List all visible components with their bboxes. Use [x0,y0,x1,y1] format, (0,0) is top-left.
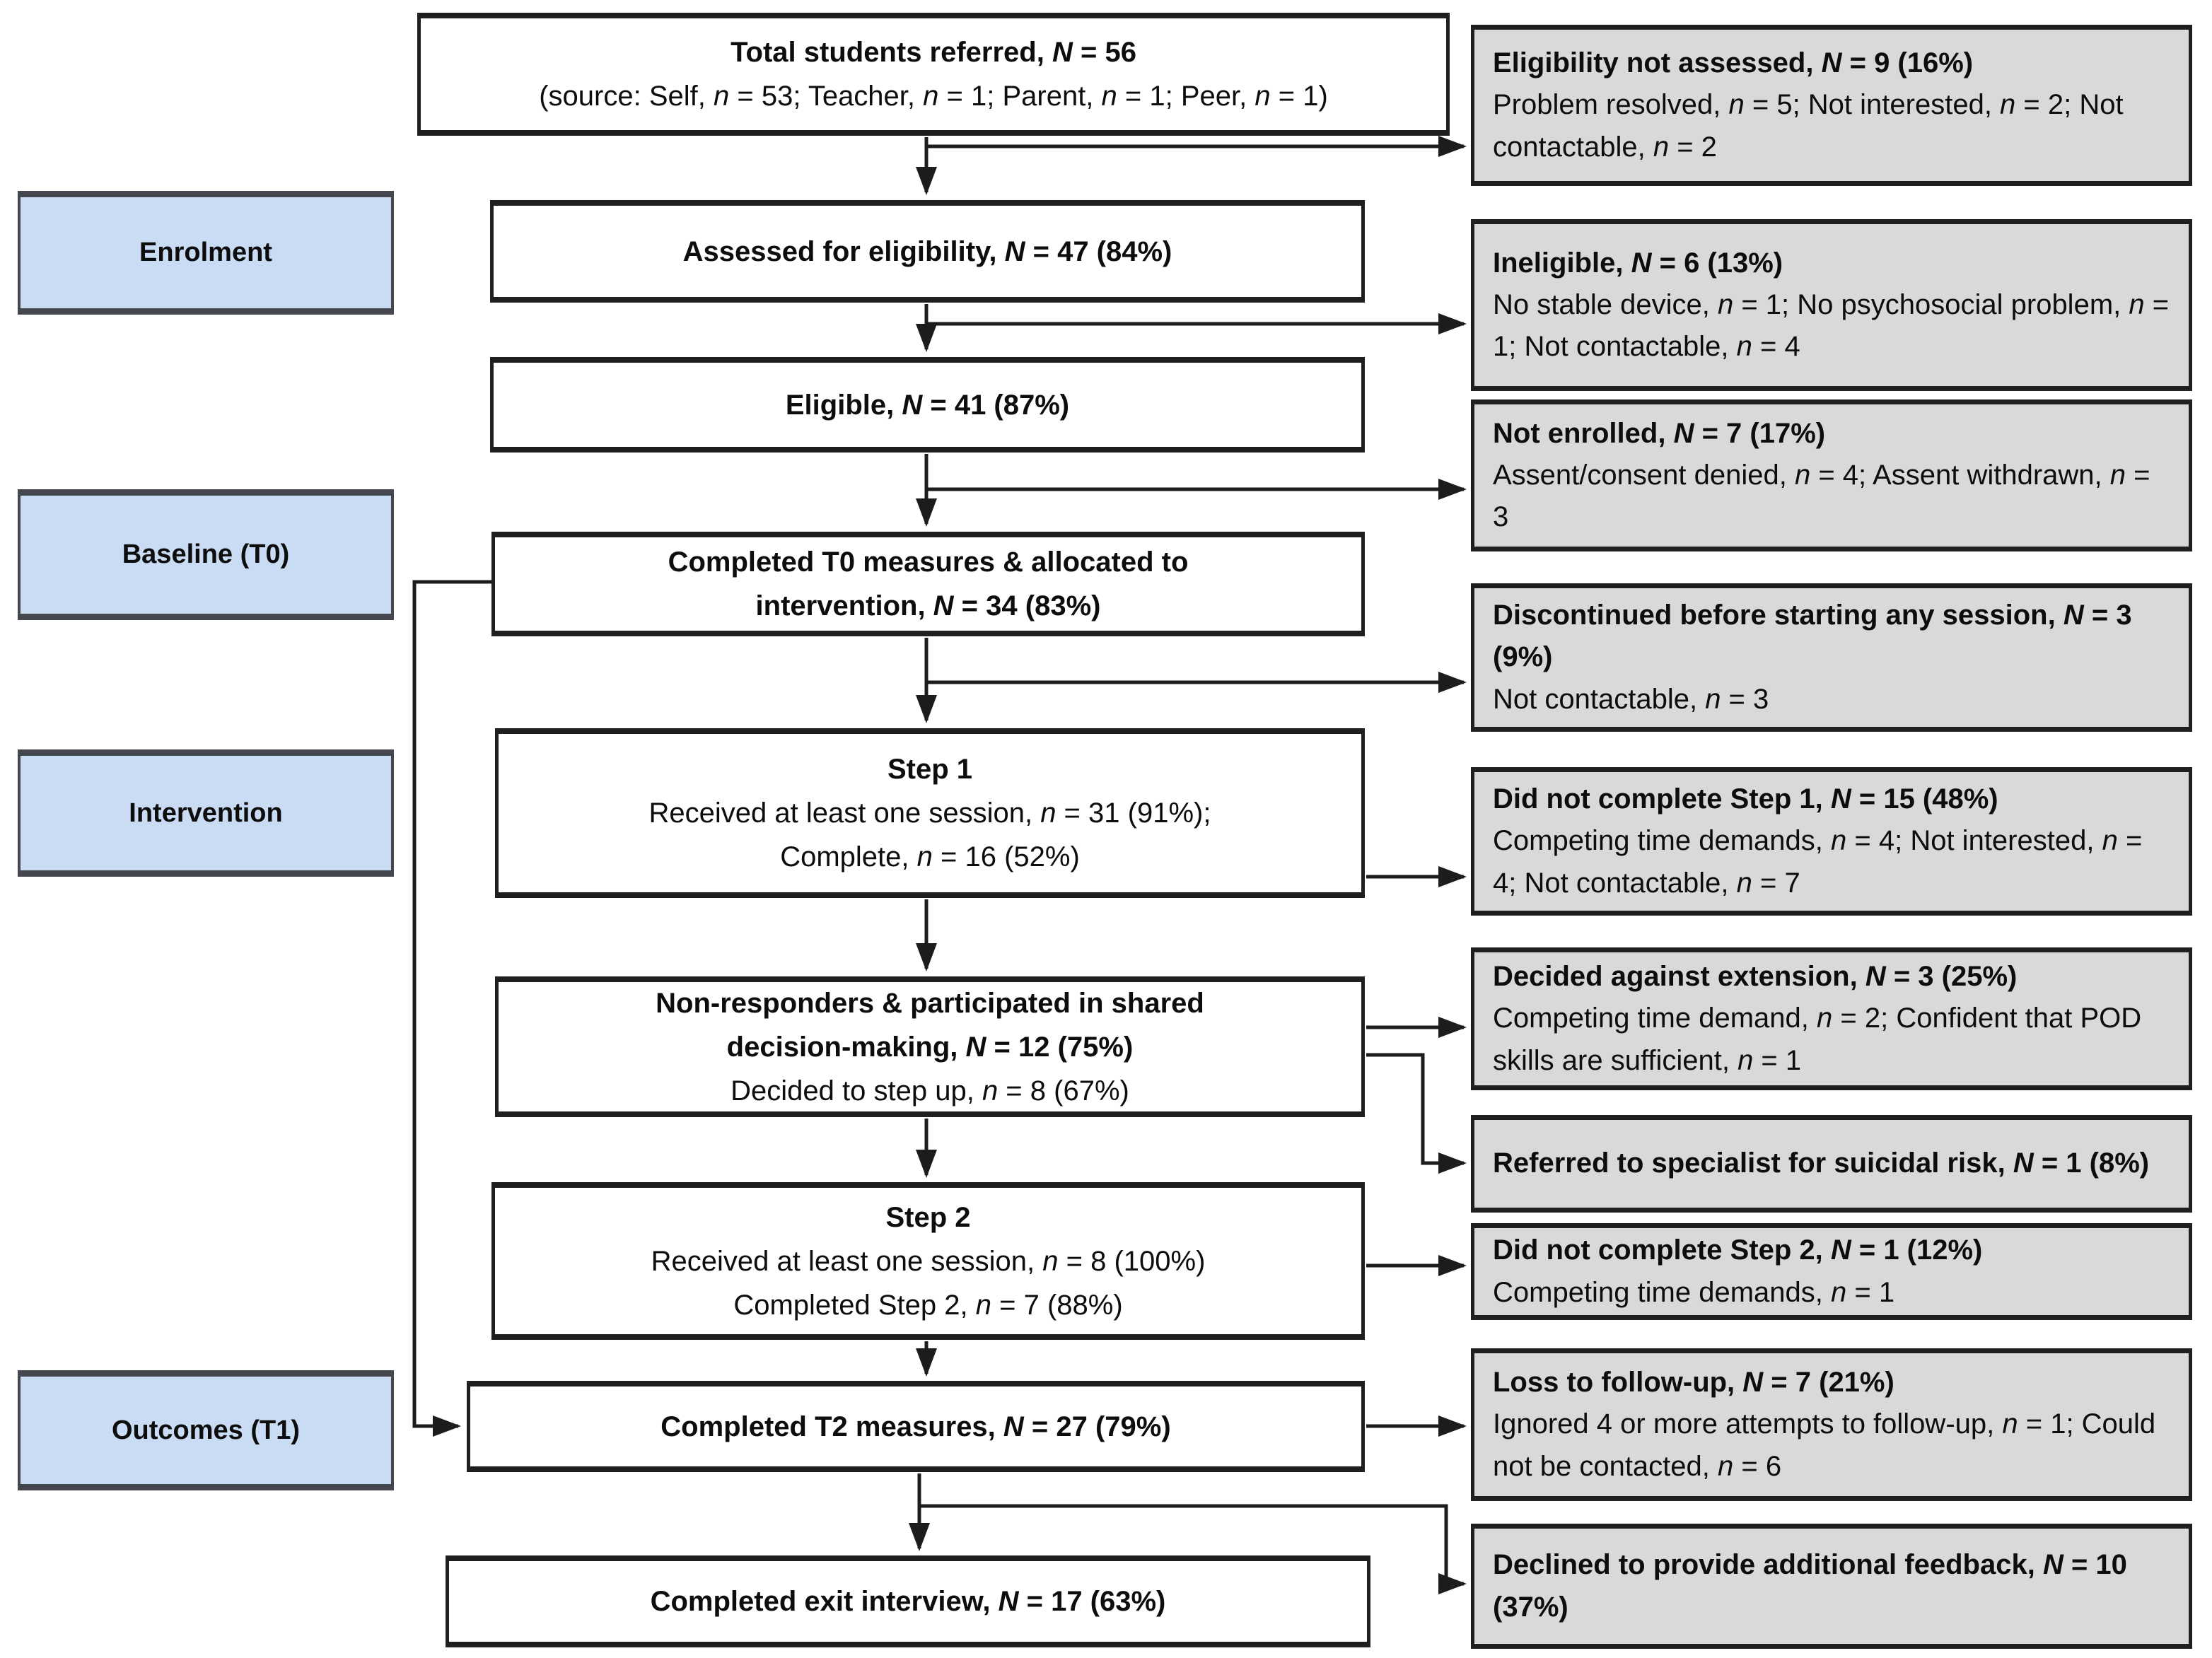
exclusion-box-ineligible: Ineligible, N = 6 (13%) No stable device,… [1471,219,2192,391]
stage-box-outcomes-t1: Outcomes (T1) [18,1370,394,1490]
exclusion-box-line: No stable device, n = 1; No psychosocial… [1493,288,2170,363]
flow-box-line: Assessed for eligibility, N = 47 (84%) [682,235,1172,267]
flow-box-line: Completed T2 measures, N = 27 (79%) [660,1411,1171,1442]
stage-label: Outcomes (T1) [111,1415,301,1445]
flow-box-t2-measures: Completed T2 measures, N = 27 (79%) [467,1381,1365,1472]
flow-box-line: Complete, n = 16 (52%) [780,841,1080,872]
connector-nonresponders-to-specialist [1366,1053,1467,1174]
exclusion-box-line: Declined to provide additional feedback,… [1493,1549,2127,1623]
exclusion-box-loss-follow-up: Loss to follow-up, N = 7 (21%) Ignored 4 … [1471,1348,2192,1501]
flow-box-step1: Step 1 Received at least one session, n =… [495,728,1365,898]
exclusion-box-discontinued: Discontinued before starting any session… [1471,583,2192,732]
stage-label: Baseline (T0) [122,539,290,569]
flow-box-line: Completed exit interview, N = 17 (63%) [650,1586,1166,1617]
stage-label: Intervention [129,798,283,828]
flow-box-exit-interview: Completed exit interview, N = 17 (63%) [446,1555,1370,1647]
exclusion-box-not-enrolled: Not enrolled, N = 7 (17%) Assent/consent … [1471,399,2192,551]
exclusion-box-referred-specialist: Referred to specialist for suicidal risk… [1471,1115,2192,1213]
flow-box-t0-allocated: Completed T0 measures & allocated to inte… [491,532,1365,636]
exclusion-box-line: Problem resolved, n = 5; Not interested,… [1493,89,2124,163]
flow-box-line: (source: Self, n = 53; Teacher, n = 1; P… [539,81,1328,112]
flow-box-line: Step 2 [885,1201,971,1233]
exclusion-box-line: Competing time demands, n = 4; Not inter… [1493,825,2143,899]
flow-box-line: intervention, N = 34 (83%) [755,590,1101,621]
exclusion-box-line: Did not complete Step 2, N = 1 (12%) [1493,1234,1983,1266]
exclusion-box-line: Eligibility not assessed, N = 9 (16%) [1493,47,1974,79]
flow-box-line: decision-making, N = 12 (75%) [726,1031,1134,1063]
flow-box-assessed: Assessed for eligibility, N = 47 (84%) [490,200,1365,303]
exclusion-box-declined-feedback: Declined to provide additional feedback,… [1471,1524,2192,1649]
flow-box-line: Non-responders & participated in shared [656,987,1204,1019]
stage-box-intervention: Intervention [18,749,394,877]
connector-t0-to-t2-long [412,580,491,1437]
exclusion-box-decided-against-extension: Decided against extension, N = 3 (25%) Co… [1471,947,2192,1090]
flow-box-line: Total students referred, N = 56 [730,37,1136,68]
flow-box-line: Step 1 [887,754,973,785]
stage-box-baseline-t0: Baseline (T0) [18,489,394,620]
flow-box-total-referred: Total students referred, N = 56 (source: … [417,13,1450,136]
flow-box-eligible: Eligible, N = 41 (87%) [490,357,1365,453]
exclusion-box-line: Competing time demands, n = 1 [1493,1276,1895,1308]
exclusion-box-line: Competing time demand, n = 2; Confident … [1493,1003,2142,1076]
flow-box-line: Received at least one session, n = 31 (9… [648,798,1211,829]
exclusion-box-line: Loss to follow-up, N = 7 (21%) [1493,1367,1894,1399]
exclusion-box-line: Did not complete Step 1, N = 15 (48%) [1493,783,1998,815]
exclusion-box-eligibility-not-assessed: Eligibility not assessed, N = 9 (16%) Pro… [1471,25,2192,186]
flow-box-line: Eligible, N = 41 (87%) [785,389,1070,421]
flow-box-step2: Step 2 Received at least one session, n =… [491,1182,1365,1340]
exclusion-box-line: Referred to specialist for suicidal risk… [1493,1148,2150,1179]
flow-box-non-responders: Non-responders & participated in shared d… [495,976,1365,1117]
stage-box-enrolment: Enrolment [18,191,394,315]
flow-box-line: Received at least one session, n = 8 (10… [651,1245,1206,1277]
exclusion-box-line: Decided against extension, N = 3 (25%) [1493,961,2018,993]
flow-box-line: Completed T0 measures & allocated to [668,547,1189,578]
exclusion-box-line: Ignored 4 or more attempts to follow-up,… [1493,1408,2156,1482]
connector-branch-declined-feedback [919,1504,1467,1594]
exclusion-box-did-not-complete-step1: Did not complete Step 1, N = 15 (48%) Com… [1471,767,2192,916]
exclusion-box-line: Discontinued before starting any session… [1493,600,2132,673]
exclusion-box-did-not-complete-step2: Did not complete Step 2, N = 1 (12%) Comp… [1471,1223,2192,1320]
exclusion-box-line: Not contactable, n = 3 [1493,683,1769,715]
flow-box-line: Decided to step up, n = 8 (67%) [730,1075,1129,1107]
exclusion-box-line: Assent/consent denied, n = 4; Assent wit… [1493,459,2150,533]
flow-box-line: Completed Step 2, n = 7 (88%) [733,1289,1123,1321]
stage-label: Enrolment [139,238,272,267]
exclusion-box-line: Ineligible, N = 6 (13%) [1493,247,1783,279]
exclusion-box-line: Not enrolled, N = 7 (17%) [1493,417,1826,449]
